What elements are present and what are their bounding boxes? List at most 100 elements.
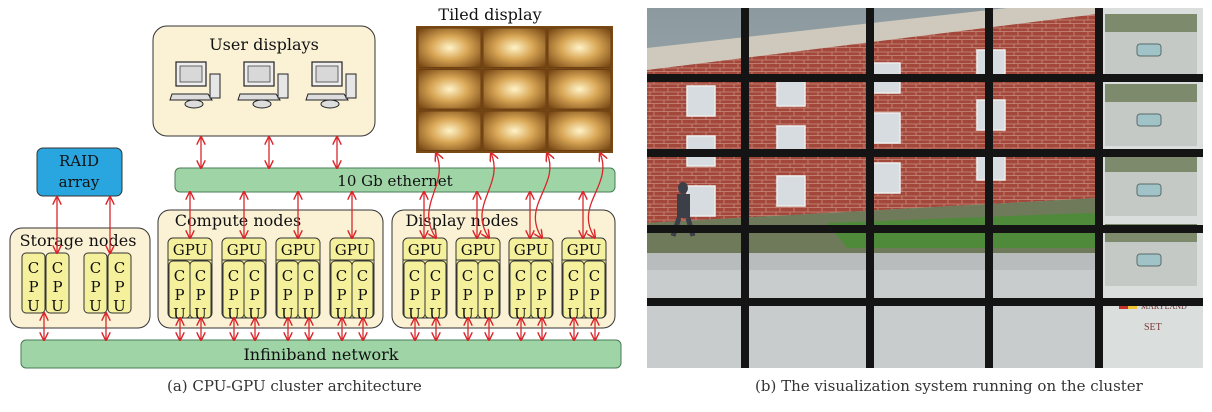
compute-nodes-label: Compute nodes — [175, 211, 301, 230]
cpu-letter: C — [114, 259, 125, 277]
bezel-vertical — [741, 8, 749, 368]
storage-nodes-label: Storage nodes — [20, 231, 137, 250]
cpu-chip: CPU — [168, 260, 191, 323]
cpu-letter: P — [28, 278, 38, 296]
infiniband-bar — [20, 339, 622, 369]
display-nodes-box — [391, 209, 616, 329]
gpu-label: GPU — [335, 241, 369, 259]
display-nodes-label: Display nodes — [405, 211, 518, 230]
cpu-letter: C — [357, 267, 368, 285]
cpu-chip: CPU — [189, 260, 212, 323]
raid-array-box — [36, 147, 123, 197]
cpu-letter: C — [568, 267, 579, 285]
cpu-letter: U — [51, 297, 64, 315]
bezel-horizontal — [647, 225, 1203, 233]
cpu-letter: C — [409, 267, 420, 285]
visualization-photo: MARYLAND SET — [647, 8, 1203, 368]
caption-b: (b) The visualization system running on … — [755, 377, 1143, 395]
cpu-letter: P — [357, 286, 367, 304]
caption-a: (a) CPU-GPU cluster architecture — [167, 377, 422, 395]
tile — [482, 27, 547, 68]
cpu-letter: P — [462, 286, 472, 304]
cpu-letter: C — [174, 267, 185, 285]
logo-set: SET — [1144, 322, 1162, 333]
tile — [417, 69, 482, 110]
tiled-display-label: Tiled display — [438, 5, 541, 24]
infiniband-label: Infiniband network — [243, 345, 398, 364]
computer-icon — [237, 61, 289, 109]
cpu-letter: P — [336, 286, 346, 304]
cpu-chip: CPU — [456, 260, 479, 323]
cpu-chip: CPU — [424, 260, 447, 323]
cpu-letter: P — [483, 286, 493, 304]
cpu-letter: C — [52, 259, 63, 277]
cpu-chip: CPU — [222, 260, 245, 323]
tiled-wall-image: MARYLAND SET — [647, 8, 1203, 368]
tile — [482, 69, 547, 110]
tile — [547, 27, 612, 68]
cpu-chip: CPU — [243, 260, 266, 323]
tiled-display — [416, 26, 613, 153]
tile — [417, 27, 482, 68]
cpu-letter: P — [52, 278, 62, 296]
window — [871, 162, 901, 194]
window — [776, 175, 806, 207]
gpu-label: GPU — [281, 241, 315, 259]
user-display-computers — [169, 61, 357, 109]
camera-thumbnail — [1105, 84, 1197, 146]
bezel-vertical — [985, 8, 993, 368]
raid-label-1: RAID — [59, 152, 99, 170]
cpu-letter: P — [195, 286, 205, 304]
camera-thumbnails — [1105, 14, 1197, 286]
cpu-letter: C — [589, 267, 600, 285]
cpu-letter: P — [228, 286, 238, 304]
display-cable — [429, 153, 440, 238]
window — [871, 112, 901, 144]
cpu-chip: CPU — [583, 260, 606, 323]
cpu-letter: C — [249, 267, 260, 285]
bezel-horizontal — [647, 74, 1203, 82]
computer-icon — [305, 61, 357, 109]
gpu-label: GPU — [173, 241, 207, 259]
display-bezels — [647, 8, 1203, 368]
cpu-letter: U — [27, 297, 40, 315]
cpu-letter: C — [282, 267, 293, 285]
cpu-chip: CPU — [351, 260, 374, 323]
cpu-chip: CPU — [403, 260, 426, 323]
user-displays-label: User displays — [209, 35, 319, 54]
cpu-letter: P — [174, 286, 184, 304]
cpu-letter: P — [249, 286, 259, 304]
cpu-letter: P — [568, 286, 578, 304]
gpu-label: GPU — [567, 241, 601, 259]
cpu-letter: U — [89, 297, 102, 315]
cpu-letter: C — [303, 267, 314, 285]
cpu-chip: CPU — [330, 260, 353, 323]
raid-label-2: array — [59, 173, 100, 191]
ethernet-bar — [174, 167, 616, 193]
gpu-label: GPU — [514, 241, 548, 259]
cpu-letter: C — [515, 267, 526, 285]
cpu-letter: P — [589, 286, 599, 304]
cpu-letter: P — [515, 286, 525, 304]
tile — [547, 110, 612, 151]
camera-thumbnail — [1105, 154, 1197, 216]
cpu-letter: C — [228, 267, 239, 285]
cpu-letter: C — [462, 267, 473, 285]
camera-thumbnail — [1105, 224, 1197, 286]
display-cable — [535, 153, 550, 238]
cpu-letter: C — [536, 267, 547, 285]
bezel-horizontal — [647, 149, 1203, 157]
window — [686, 85, 716, 117]
cpu-letter: C — [28, 259, 39, 277]
cpu-letter: P — [409, 286, 419, 304]
cpu-chip: CPU — [530, 260, 553, 323]
cpu-letter: C — [90, 259, 101, 277]
cpu-chip: CPU — [83, 252, 108, 315]
cpu-letter: P — [430, 286, 440, 304]
cpu-chip: CPU — [562, 260, 585, 323]
computer-icon — [169, 61, 221, 109]
connection-arrows — [44, 137, 603, 340]
cpu-letter: P — [536, 286, 546, 304]
cpu-chip: CPU — [45, 252, 70, 315]
camera-thumbnail — [1105, 14, 1197, 76]
